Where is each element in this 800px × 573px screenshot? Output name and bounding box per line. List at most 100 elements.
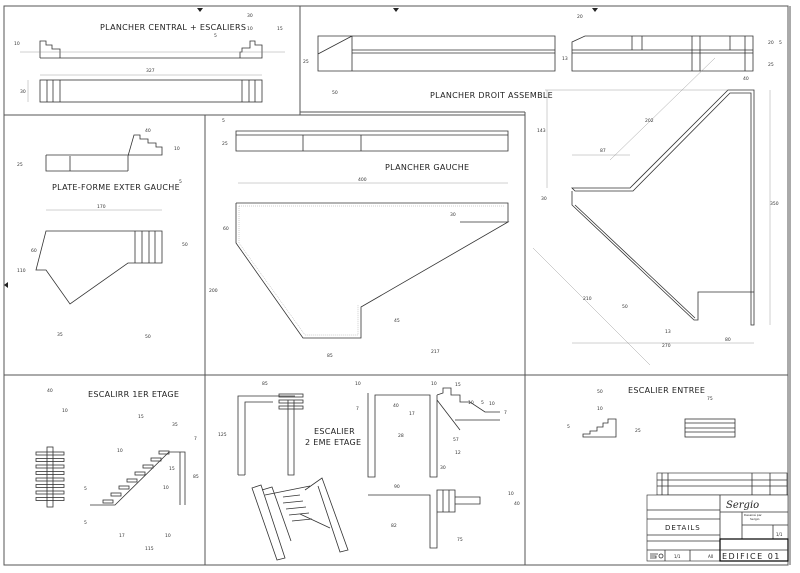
dimension-label: 10 (355, 381, 361, 387)
view-title: PLATE-FORME EXTER GAUCHE (52, 183, 180, 192)
dimension-label: 25 (303, 59, 309, 65)
paper-format: A0 (708, 554, 714, 559)
dimension-label: 400 (358, 177, 367, 183)
stair-tread (35, 458, 65, 462)
stair-isometric-view (251, 477, 349, 561)
stair-iso-treads (282, 494, 313, 522)
dimension-label: 10 (468, 400, 474, 406)
dimension-label: 10 (431, 381, 437, 387)
dimension-label: 15 (455, 382, 461, 388)
dimension-label: 75 (457, 537, 463, 543)
view-escalier-1er-etage: ESCALIRR 1ER ETAGE 40 10 15 35 10 7 15 8… (35, 388, 199, 552)
stair-frame-side (237, 395, 295, 476)
dimension-label: 200 (209, 288, 218, 294)
stair-steps (102, 450, 170, 504)
dimension-label: 25 (768, 62, 774, 68)
stair-tread (35, 477, 65, 482)
stair-step (158, 450, 170, 455)
stair-step (150, 457, 162, 462)
view-title: ESCALIRR 1ER ETAGE (88, 390, 179, 399)
view-title: ESCALIER (314, 427, 355, 436)
dimension-label: 5 (567, 424, 570, 430)
stair-step (118, 485, 130, 490)
dimension-label: 30 (440, 465, 446, 471)
dimension-label: 7 (194, 436, 197, 442)
dimension-label: 10 (14, 41, 20, 47)
dimension-label: 50 (597, 389, 603, 395)
center-mark-icon (197, 8, 203, 12)
view-escalier-entree: ESCALIER ENTREE 50 10 5 25 75 (567, 386, 736, 438)
dimension-label: 17 (119, 533, 125, 539)
right-floor-plan-upper (571, 89, 755, 326)
center-mark-icon (592, 8, 598, 12)
drawn-by-value: Sergio (750, 517, 760, 521)
view-plancher-gauche: PLANCHER GAUCHE 5 25 400 60 30 200 45 85… (209, 118, 510, 359)
dimension-label: 13 (562, 56, 568, 62)
dimension-label: 60 (31, 248, 37, 254)
platform-side-view (45, 134, 163, 172)
dimension-label: 7 (504, 410, 507, 416)
platform-plan-view (35, 230, 163, 305)
dimension-label: 35 (172, 422, 178, 428)
floor-side-profile (39, 40, 263, 59)
dimension-label: 10 (508, 491, 514, 497)
dimension-label: 125 (218, 432, 227, 438)
dimension-label: 25 (17, 162, 23, 168)
stair-tread (35, 490, 65, 495)
stair-tread (35, 451, 65, 456)
dimension-label: 50 (182, 242, 188, 248)
stair-tread (35, 484, 65, 488)
dimension-label: 115 (145, 546, 154, 552)
dimension-label: 25 (222, 141, 228, 147)
title-block: Sergio DETAILS EDIFICE 01 Dessiné par Se… (646, 472, 789, 562)
dimension-label: 15 (138, 414, 144, 420)
view-title: PLANCHER GAUCHE (385, 163, 469, 172)
stair-step (102, 499, 114, 504)
dimension-label: 10 (62, 408, 68, 414)
author-name: Sergio (726, 500, 759, 511)
view-title: PLANCHER CENTRAL + ESCALIERS (100, 23, 246, 32)
dimension-label: 90 (394, 484, 400, 490)
dimension-label: 10 (165, 533, 171, 539)
dimension-label: 30 (20, 89, 26, 95)
dimension-label: 10 (597, 406, 603, 412)
dimension-label: 82 (391, 523, 397, 529)
dimension-label: 210 (583, 296, 592, 302)
dimension-label: 5 (779, 40, 782, 46)
stair-step (126, 478, 138, 483)
dimension-label: 5 (214, 33, 217, 39)
dimension-label: 60 (223, 226, 229, 232)
dimension-label: 270 (662, 343, 671, 349)
dimension-label: 15 (169, 466, 175, 472)
dimension-label: 17 (409, 411, 415, 417)
dimension-label: 20 (768, 40, 774, 46)
view-plancher-central: PLANCHER CENTRAL + ESCALIERS 10 327 30 3… (14, 13, 285, 103)
dimension-label: 87 (600, 148, 606, 154)
dimension-label: 5 (84, 520, 87, 526)
dimension-label: 10 (489, 401, 495, 407)
stair-step (110, 492, 122, 497)
dimension-label: 10 (247, 26, 253, 32)
dimension-label: 30 (247, 13, 253, 19)
dimension-label: 5 (84, 486, 87, 492)
dimension-label: 7 (356, 406, 359, 412)
dimension-label: 20 (577, 14, 583, 20)
dimension-label: 12 (455, 450, 461, 456)
dimension-label: 5 (481, 400, 484, 406)
dimension-label: 80 (725, 337, 731, 343)
stair-plan-view-2 (368, 489, 481, 549)
dimension-label: 40 (145, 128, 151, 134)
dimension-label: 10 (163, 485, 169, 491)
center-mark-icon (393, 8, 399, 12)
dimension-label: 40 (393, 403, 399, 409)
center-mark-icon (4, 282, 8, 288)
dimension-label: 40 (514, 501, 520, 507)
revision-table (656, 472, 788, 496)
stair-treads (35, 451, 65, 501)
dimension-label: 327 (146, 68, 155, 74)
dimension-label: 50 (145, 334, 151, 340)
dimension-label: 170 (97, 204, 106, 210)
dimension-label: 28 (398, 433, 404, 439)
stair-step (134, 471, 146, 476)
